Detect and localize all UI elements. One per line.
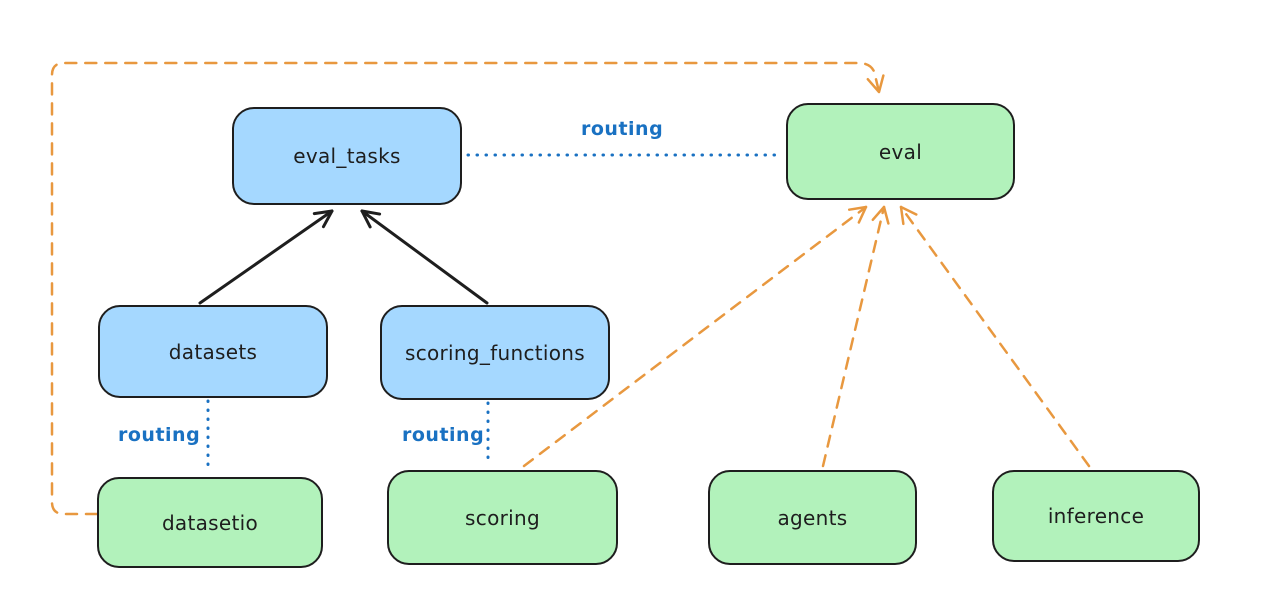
edge-agents-eval — [821, 205, 890, 468]
node-scoring-functions: scoring_functions — [380, 305, 610, 400]
node-agents: agents — [708, 470, 917, 565]
node-eval-label: eval — [878, 139, 923, 164]
edge-label-routing-scoring: routing — [402, 424, 485, 446]
edge-label-routing-eval: routing — [581, 118, 664, 140]
node-scoring-functions-label: scoring_functions — [404, 340, 586, 365]
node-inference-label: inference — [1047, 504, 1145, 528]
node-datasets: datasets — [98, 305, 328, 398]
node-eval: eval — [786, 103, 1015, 200]
edge-scoring-eval — [522, 205, 868, 468]
node-agents-label: agents — [777, 505, 848, 530]
edge-inference-eval — [899, 205, 1091, 468]
node-inference: inference — [992, 470, 1200, 562]
node-datasetio-label: datasetio — [161, 510, 259, 535]
node-datasetio: datasetio — [97, 477, 323, 568]
node-eval-tasks-label: eval_tasks — [293, 144, 401, 168]
node-datasets-label: datasets — [168, 339, 258, 364]
edge-scoring_functions-eval_tasks — [360, 209, 489, 305]
edge-label-routing-datasetio: routing — [118, 424, 201, 446]
edge-datasetio-eval — [50, 61, 885, 516]
edge-datasets-eval_tasks — [198, 209, 334, 305]
node-eval-tasks: eval_tasks — [232, 107, 462, 205]
node-scoring-label: scoring — [465, 505, 540, 530]
node-scoring: scoring — [387, 470, 618, 565]
